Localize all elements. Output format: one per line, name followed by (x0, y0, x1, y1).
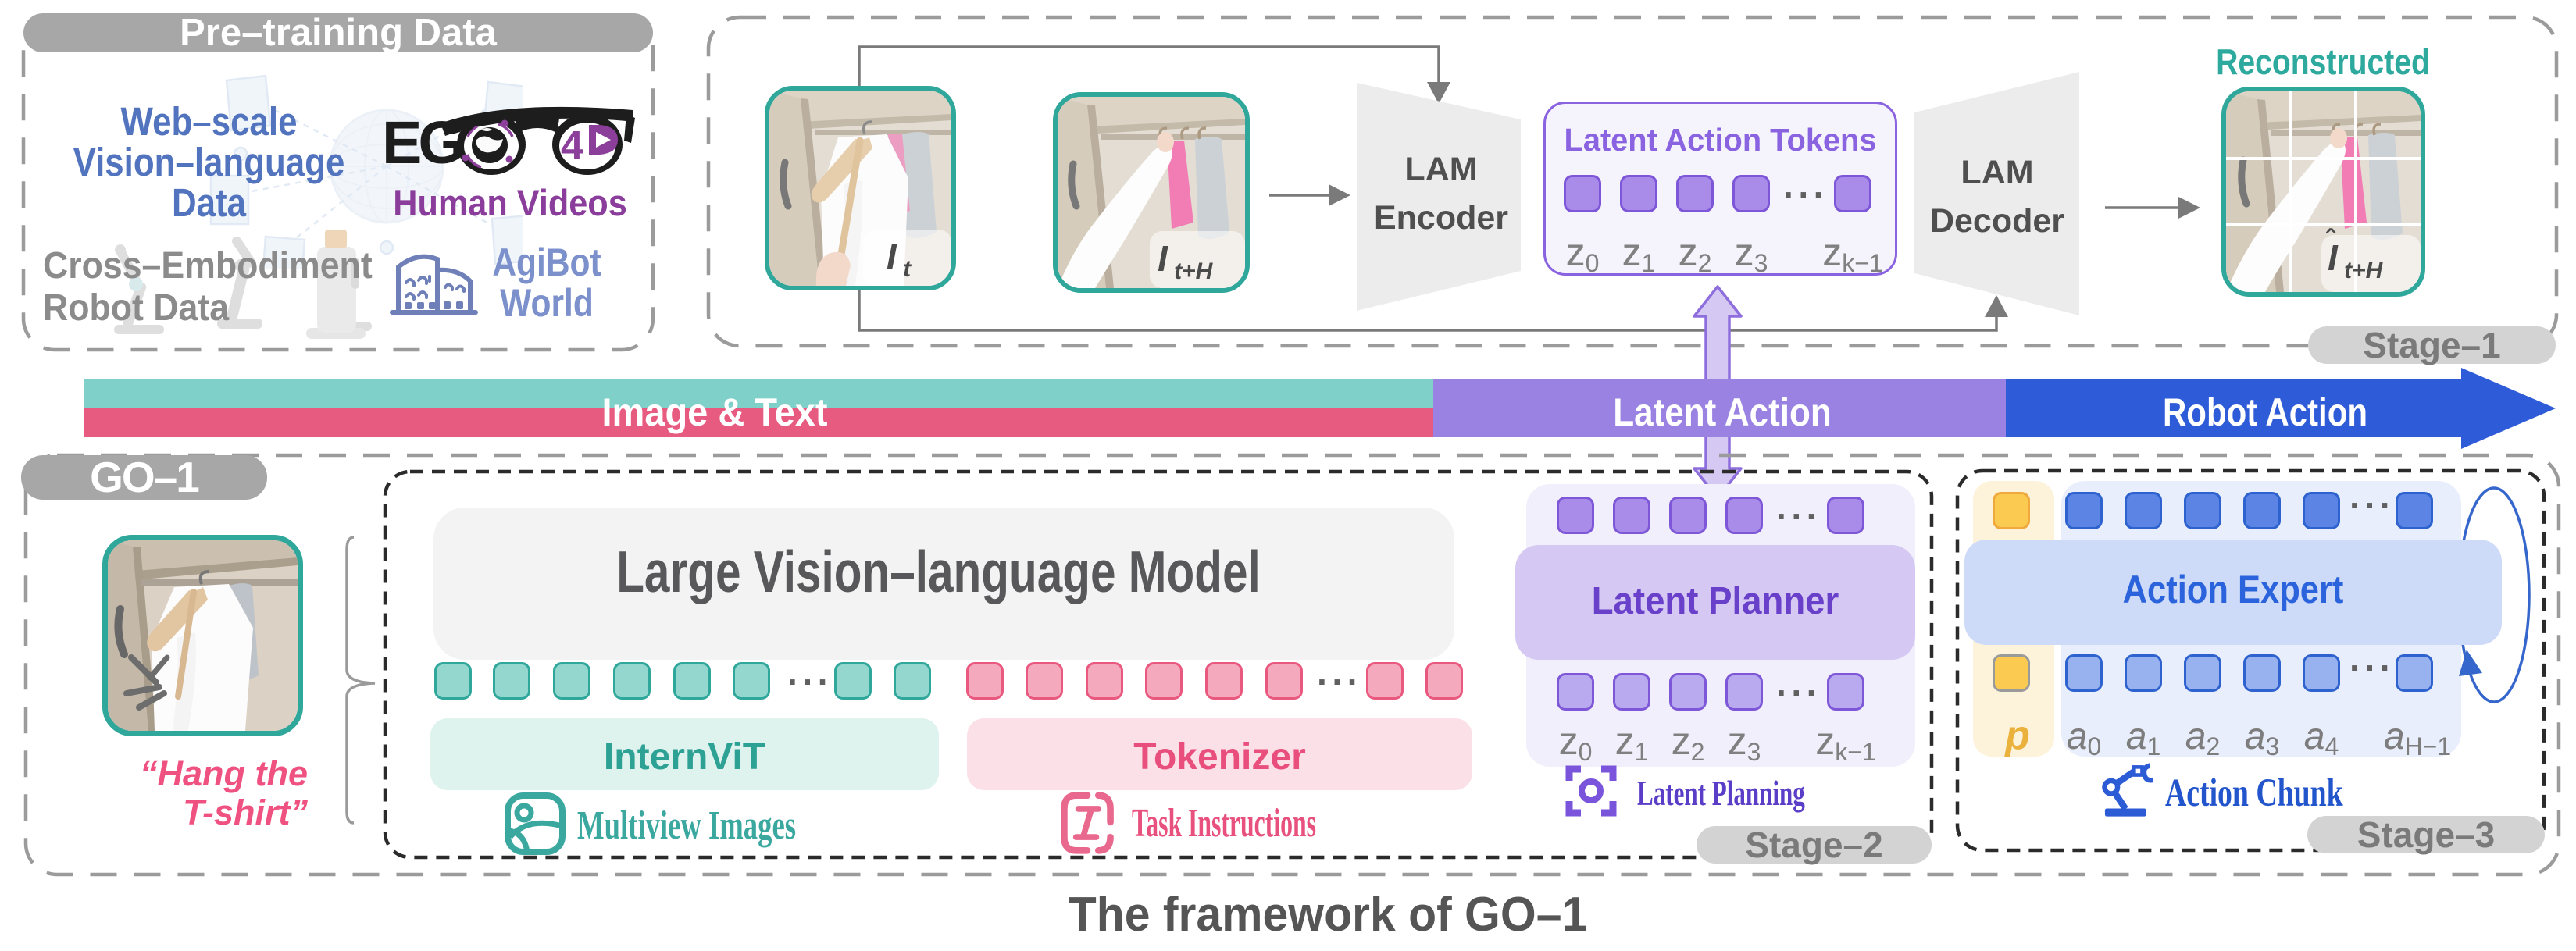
svg-text:4: 4 (561, 123, 583, 169)
